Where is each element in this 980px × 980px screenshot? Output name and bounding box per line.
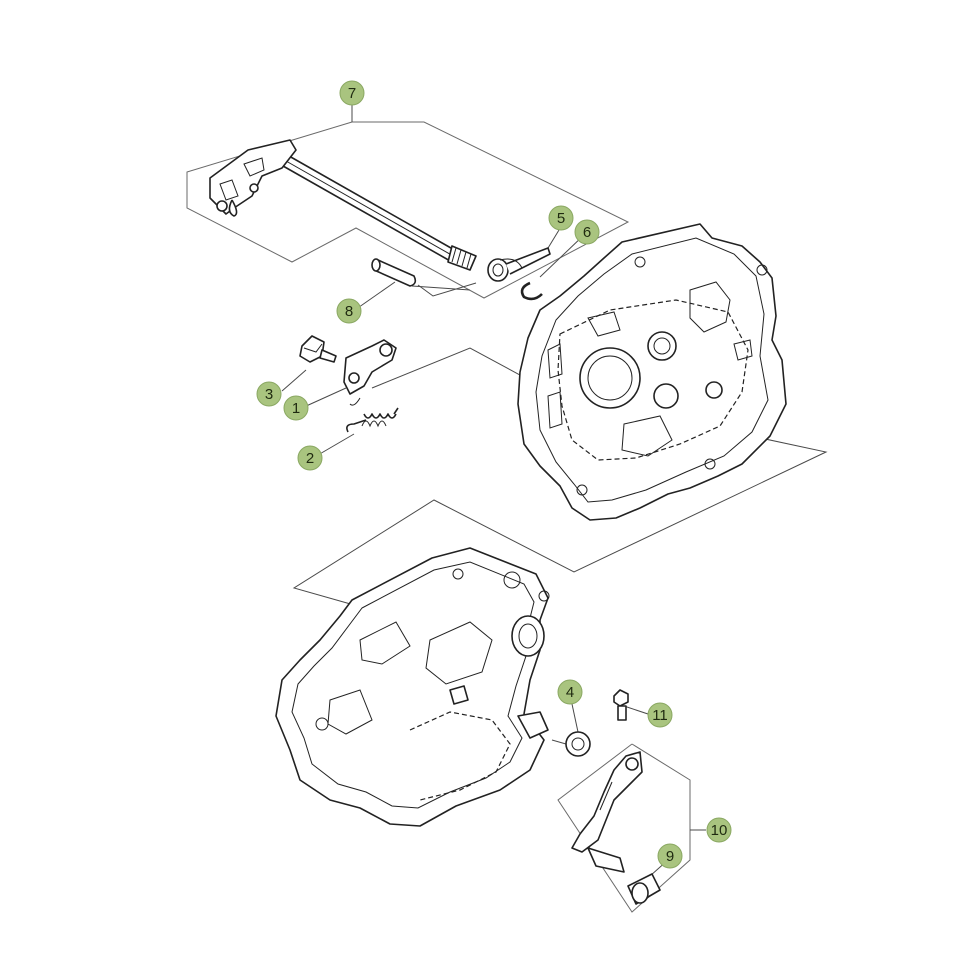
svg-text:6: 6 bbox=[583, 224, 591, 241]
svg-text:2: 2 bbox=[306, 450, 314, 467]
callout-7[interactable]: 7 bbox=[339, 80, 365, 106]
svg-text:3: 3 bbox=[265, 386, 273, 403]
callout-4[interactable]: 4 bbox=[557, 679, 583, 705]
svg-text:7: 7 bbox=[348, 85, 356, 102]
svg-text:10: 10 bbox=[711, 822, 728, 839]
callout-2[interactable]: 2 bbox=[297, 445, 323, 471]
gear-lever bbox=[571, 751, 643, 873]
gearshift-shaft bbox=[209, 139, 477, 271]
svg-text:5: 5 bbox=[557, 210, 565, 227]
callout-3[interactable]: 3 bbox=[256, 381, 282, 407]
stopper-arm bbox=[343, 339, 397, 406]
dowel-pin bbox=[371, 258, 417, 287]
callout-10[interactable]: 10 bbox=[706, 817, 732, 843]
group-box-7 bbox=[186, 121, 630, 299]
callout-8[interactable]: 8 bbox=[336, 298, 362, 324]
svg-text:4: 4 bbox=[566, 684, 574, 701]
callout-11[interactable]: 11 bbox=[647, 702, 673, 728]
svg-text:9: 9 bbox=[666, 848, 674, 865]
circlip bbox=[520, 281, 543, 301]
callout-9[interactable]: 9 bbox=[657, 843, 683, 869]
svg-text:11: 11 bbox=[652, 707, 668, 724]
oil-seal bbox=[565, 731, 591, 757]
crankcase-left bbox=[275, 547, 550, 827]
stopper-spring bbox=[346, 407, 399, 433]
callout-5[interactable]: 5 bbox=[548, 205, 574, 231]
lever-rubber bbox=[627, 873, 661, 905]
svg-text:1: 1 bbox=[292, 400, 300, 417]
return-spring bbox=[487, 247, 551, 282]
lever-bolt bbox=[613, 689, 629, 721]
callout-6[interactable]: 6 bbox=[574, 219, 600, 245]
callout-1[interactable]: 1 bbox=[283, 395, 309, 421]
svg-text:8: 8 bbox=[345, 303, 353, 320]
group-box-10 bbox=[557, 743, 706, 913]
bolt bbox=[299, 335, 337, 363]
crankcase-right bbox=[517, 223, 787, 521]
